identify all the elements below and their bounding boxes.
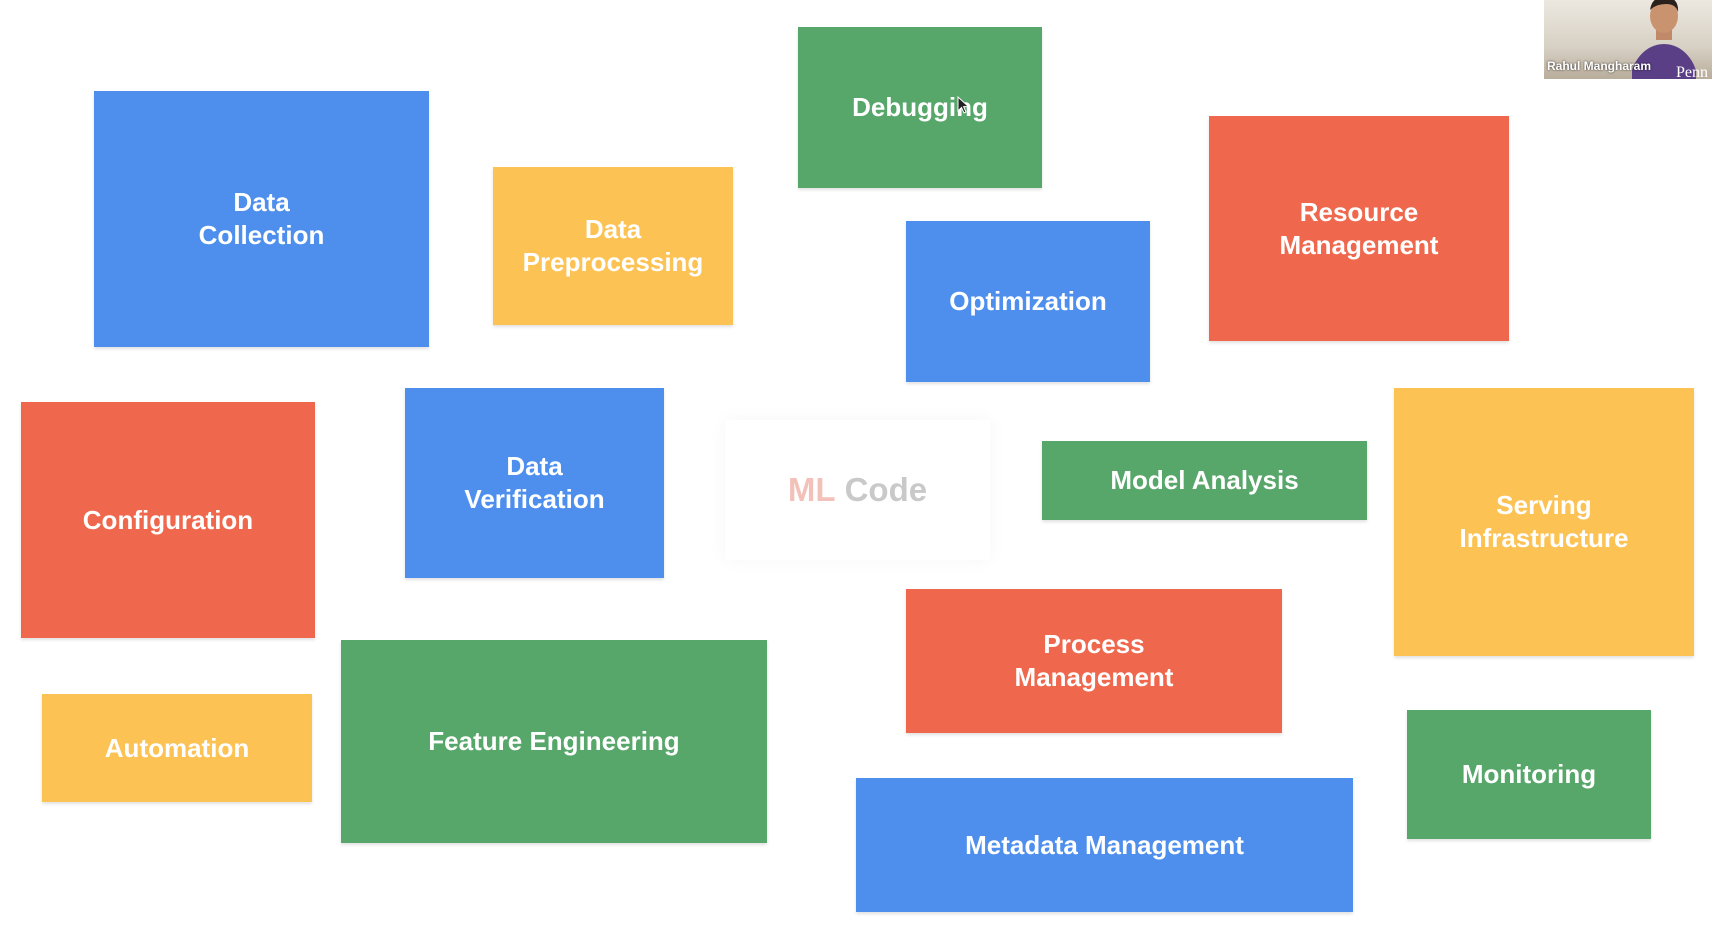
configuration-box: Configuration (21, 402, 315, 638)
metadata-management-box: Metadata Management (856, 778, 1353, 912)
monitoring-box: Monitoring (1407, 710, 1651, 839)
optimization-label: Optimization (949, 286, 1107, 316)
data-collection-label: Data Collection (198, 187, 325, 250)
data-collection-box: Data Collection (94, 91, 429, 347)
data-verification-box: Data Verification (405, 388, 664, 578)
participant-name: Rahul Mangharam (1547, 59, 1652, 73)
process-management-box: Process Management (906, 589, 1282, 733)
optimization-box: Optimization (906, 221, 1150, 382)
process-management-label: Process Management (1014, 629, 1174, 692)
model-analysis-box: Model Analysis (1042, 441, 1367, 520)
monitoring-label: Monitoring (1461, 759, 1597, 789)
data-preprocessing-box: Data Preprocessing (493, 167, 733, 325)
participant-video-thumbnail[interactable]: Rahul Mangharam Penn (1544, 0, 1712, 79)
resource-management-box: Resource Management (1209, 116, 1509, 341)
ml-code-label-ml: ML (787, 471, 836, 508)
serving-infrastructure-box: Serving Infrastructure (1394, 388, 1694, 656)
model-analysis-label: Model Analysis (1110, 465, 1299, 495)
participant-avatar-icon (1632, 0, 1696, 79)
feature-engineering-box: Feature Engineering (341, 640, 767, 843)
serving-infrastructure-label: Serving Infrastructure (1459, 490, 1629, 553)
configuration-label: Configuration (82, 504, 254, 535)
data-verification-label: Data Verification (464, 451, 605, 514)
feature-engineering-label: Feature Engineering (428, 726, 680, 756)
debugging-box: Debugging (798, 27, 1042, 188)
ml-code-label-code: Code (844, 471, 928, 508)
resource-management-label: Resource Management (1279, 196, 1439, 260)
metadata-management-label: Metadata Management (965, 829, 1244, 860)
penn-watermark: Penn (1676, 64, 1708, 79)
automation-box: Automation (42, 694, 312, 802)
data-preprocessing-label: Data Preprocessing (522, 214, 704, 277)
mouse-pointer-icon (957, 96, 970, 114)
automation-label: Automation (104, 732, 250, 763)
